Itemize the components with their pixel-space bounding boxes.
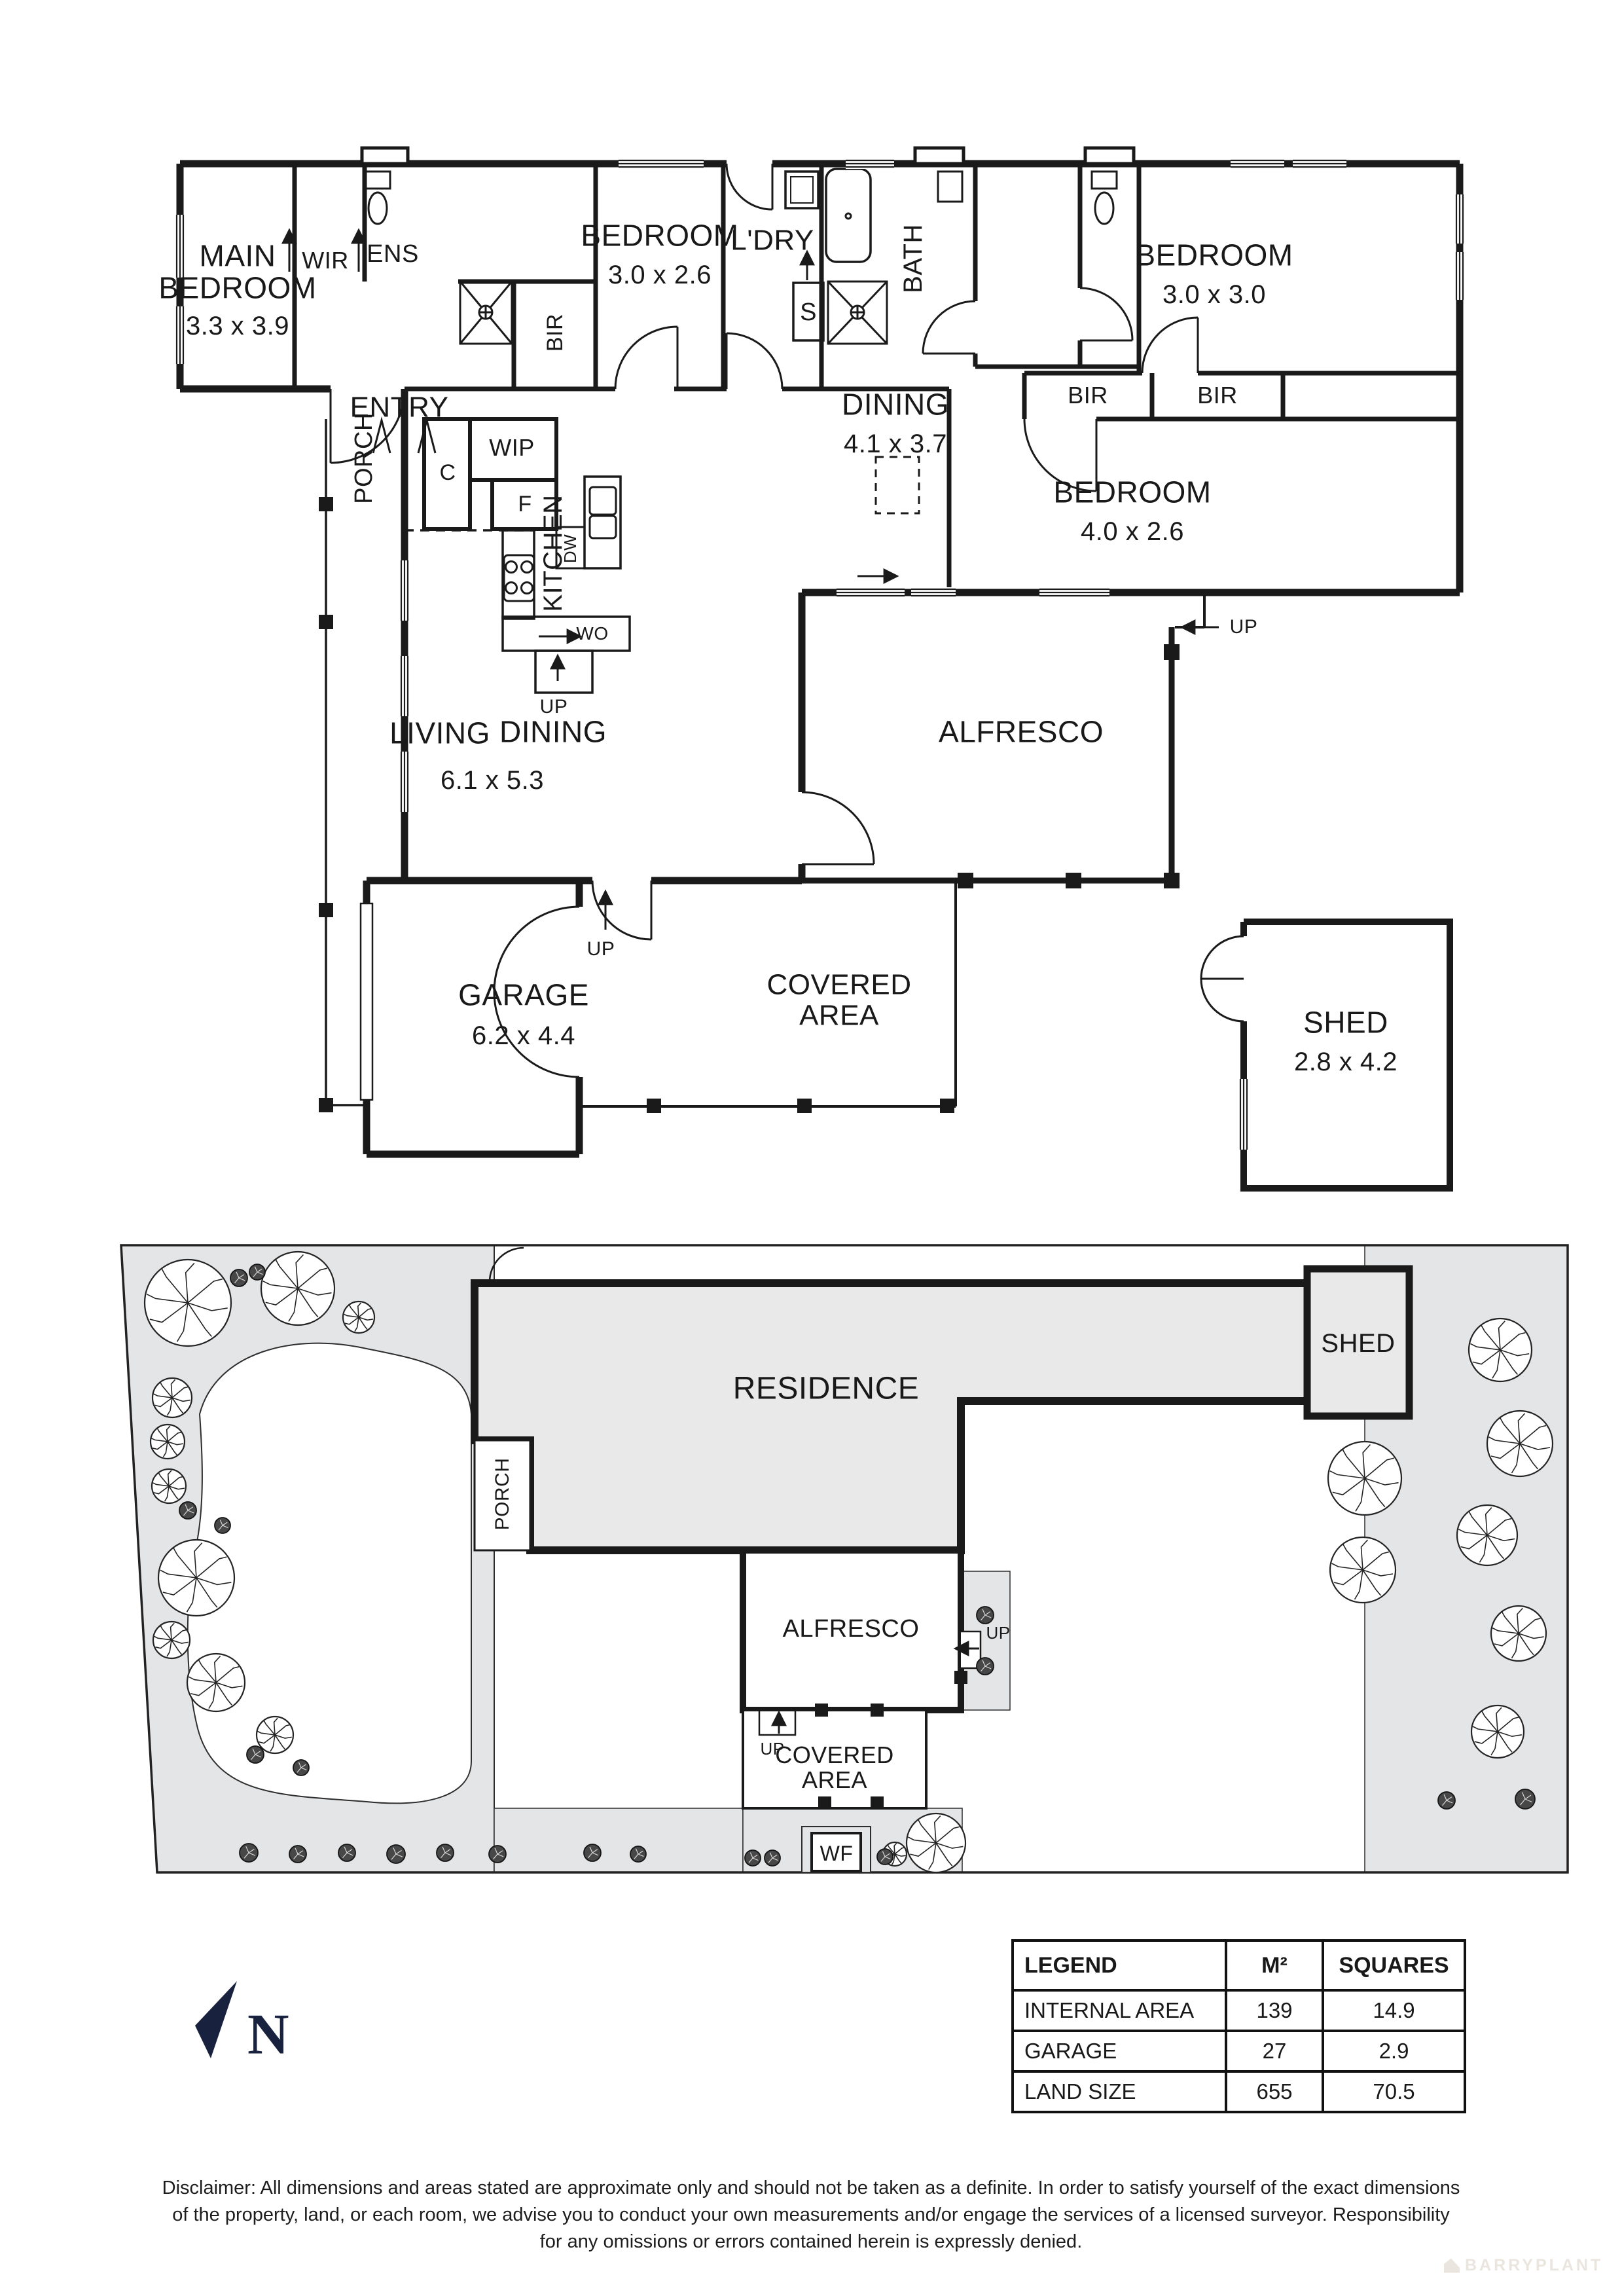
legend-row-landsize: LAND SIZE 655 70.5 bbox=[1014, 2070, 1464, 2111]
legend-garage-squares: 2.9 bbox=[1322, 2030, 1464, 2070]
legend-garage-m2: 27 bbox=[1225, 2030, 1322, 2070]
room-porch: PORCH bbox=[350, 412, 378, 504]
room-garage-dim: 6.2 x 4.4 bbox=[472, 1021, 575, 1050]
room-bedroom2: BEDROOM bbox=[581, 218, 739, 253]
north-arrow-icon bbox=[195, 1981, 237, 2058]
site-alfresco bbox=[740, 1547, 964, 1713]
watermark-text: BARRYPLANT bbox=[1465, 2256, 1604, 2274]
legend-landsize-label: LAND SIZE bbox=[1014, 2070, 1225, 2111]
site-alfresco-label: ALFRESCO bbox=[782, 1614, 920, 1643]
floor-plan bbox=[175, 146, 1465, 1192]
site-residence-footprint bbox=[471, 1279, 1313, 1554]
site-covered-area bbox=[742, 1709, 928, 1810]
legend-row-garage: GARAGE 27 2.9 bbox=[1014, 2030, 1464, 2070]
store-label: S bbox=[800, 298, 817, 326]
legend-garage-label: GARAGE bbox=[1014, 2030, 1225, 2070]
legend-landsize-squares: 70.5 bbox=[1322, 2070, 1464, 2111]
room-entry: ENTRY bbox=[350, 391, 449, 424]
room-dining-dim: 4.1 x 3.7 bbox=[844, 429, 947, 458]
legend-header: LEGEND bbox=[1024, 1952, 1117, 1978]
legend-internal-m2: 139 bbox=[1225, 1989, 1322, 2030]
wall-oven-label: WO bbox=[576, 623, 609, 644]
room-wir: WIR bbox=[302, 246, 349, 274]
bir-ens: BIR bbox=[542, 313, 568, 352]
room-shed-dim: 2.8 x 4.2 bbox=[1294, 1047, 1397, 1076]
room-shed: SHED bbox=[1303, 1005, 1388, 1040]
site-shed-label: SHED bbox=[1321, 1328, 1396, 1358]
room-bedroom2-dim: 3.0 x 2.6 bbox=[608, 260, 712, 289]
legend-row-internal: INTERNAL AREA 139 14.9 bbox=[1014, 1989, 1464, 2030]
site-water-feature bbox=[810, 1832, 862, 1872]
dishwasher-label: DW bbox=[560, 534, 581, 564]
watermark: BARRYPLANT bbox=[1444, 2256, 1603, 2275]
room-living: LIVING bbox=[389, 716, 490, 750]
site-up-covered: UP bbox=[760, 1739, 785, 1759]
room-living-dim: 6.1 x 5.3 bbox=[441, 765, 544, 795]
room-covered-area: COVERED AREA bbox=[766, 968, 912, 1031]
room-dining: DINING bbox=[842, 387, 949, 422]
room-garage: GARAGE bbox=[458, 977, 589, 1012]
site-wf-label: WF bbox=[820, 1842, 854, 1866]
legend-header-row: LEGEND M² SQUARES bbox=[1014, 1942, 1464, 1989]
cupboard-label: C bbox=[439, 460, 456, 485]
legend-table: LEGEND M² SQUARES INTERNAL AREA 139 14.9… bbox=[1011, 1939, 1466, 2113]
room-laundry: L'DRY bbox=[730, 224, 814, 257]
site-up-alfresco: UP bbox=[986, 1623, 1011, 1643]
room-main-bedroom: MAIN BEDROOM bbox=[158, 238, 317, 304]
room-bedroom4: BEDROOM bbox=[1053, 475, 1212, 509]
legend-header-m2: M² bbox=[1225, 1942, 1322, 1989]
bir-1: BIR bbox=[1068, 381, 1108, 409]
site-residence-label: RESIDENCE bbox=[732, 1371, 920, 1406]
up-alfresco: UP bbox=[1229, 616, 1258, 638]
legend-header-squares: SQUARES bbox=[1322, 1942, 1464, 1989]
room-bedroom3-dim: 3.0 x 3.0 bbox=[1162, 280, 1266, 309]
room-alfresco: ALFRESCO bbox=[939, 714, 1104, 749]
site-shed bbox=[1303, 1265, 1413, 1420]
room-bedroom4-dim: 4.0 x 2.6 bbox=[1081, 517, 1184, 546]
room-bath: BATH bbox=[898, 224, 928, 293]
legend-landsize-m2: 655 bbox=[1225, 2070, 1322, 2111]
up-covered: UP bbox=[586, 938, 615, 960]
bir-2: BIR bbox=[1197, 381, 1238, 409]
site-plan bbox=[121, 1245, 1568, 1872]
site-porch-label: PORCH bbox=[492, 1457, 514, 1531]
north-label: N bbox=[247, 2003, 290, 2067]
wip-label: WIP bbox=[489, 433, 535, 461]
room-bedroom3: BEDROOM bbox=[1135, 238, 1293, 272]
barry-plant-logo-icon bbox=[1444, 2258, 1460, 2273]
room-ens: ENS bbox=[367, 240, 419, 268]
fridge-label: F bbox=[518, 491, 532, 517]
room-living-dining: DINING bbox=[499, 714, 607, 749]
room-main-bedroom-dim: 3.3 x 3.9 bbox=[186, 311, 289, 340]
site-covered-label: COVERED AREA bbox=[775, 1741, 894, 1793]
up-kitchen: UP bbox=[539, 696, 568, 718]
disclaimer-text: Disclaimer: All dimensions and areas sta… bbox=[162, 2178, 1460, 2253]
legend-internal-label: INTERNAL AREA bbox=[1014, 1989, 1225, 2030]
legend-internal-squares: 14.9 bbox=[1322, 1989, 1464, 2030]
